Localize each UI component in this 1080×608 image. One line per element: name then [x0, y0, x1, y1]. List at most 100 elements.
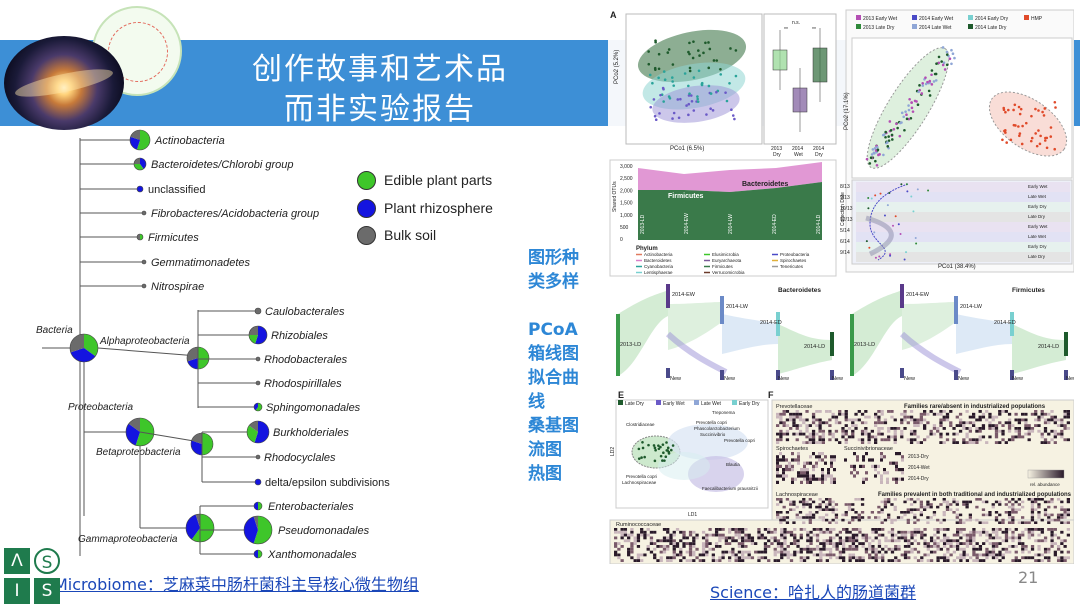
panel-letter: F	[768, 390, 774, 400]
heatmap-cell	[903, 415, 907, 419]
heatmap-cell	[656, 559, 660, 562]
logo-cell: I	[4, 578, 30, 604]
pcoa-ellipse	[988, 91, 1068, 157]
heatmap-cell	[1043, 418, 1048, 422]
heatmap-cell	[841, 513, 845, 517]
heatmap-cell	[636, 533, 641, 537]
heatmap-cell	[1034, 508, 1038, 511]
left-caption-link[interactable]: Microbiome：芝麻菜中肠杆菌科主导核心微生物组	[54, 575, 419, 594]
heatmap-cell	[880, 452, 883, 456]
heatmap-cell	[851, 533, 856, 537]
sankey-node	[1064, 332, 1068, 356]
heatmap-cell	[893, 429, 897, 433]
heatmap-group-label: Lachnospiraceae	[776, 492, 818, 498]
heatmap-cell	[805, 418, 809, 422]
heatmap-cell	[666, 559, 670, 562]
heatmap-cell	[794, 477, 797, 481]
heatmap-cell	[763, 545, 768, 548]
heatmap-cell	[614, 553, 618, 557]
heatmap-cell	[809, 536, 813, 540]
heatmap-cell	[780, 545, 784, 548]
pcoa-point	[868, 162, 872, 165]
slide-title-line1: 创作故事和艺术品	[252, 52, 508, 87]
heatmap-cell	[985, 547, 989, 551]
heatmap-cell	[779, 415, 783, 419]
pie-slice	[191, 514, 214, 542]
heatmap-cell	[1001, 410, 1005, 413]
heatmap-cell	[892, 461, 895, 465]
date-label: 6/14	[840, 239, 850, 245]
heatmap-cell	[1007, 500, 1012, 504]
heatmap-cell	[828, 521, 832, 524]
heatmap-cell	[1053, 429, 1057, 433]
heatmap-cell	[782, 518, 786, 522]
heatmap-cell	[757, 528, 761, 531]
heatmap-cell	[782, 455, 785, 459]
legend-label: 2014 Early Wet	[919, 16, 954, 22]
pcoa-point	[697, 69, 701, 73]
legend-swatch	[732, 400, 737, 405]
heatmap-cell	[892, 477, 895, 481]
heatmap-spirochaetes	[776, 452, 836, 484]
heatmap-cell	[811, 438, 816, 442]
heatmap-cell	[877, 421, 881, 425]
heatmap-cell	[767, 528, 771, 531]
heatmap-cell	[851, 536, 856, 540]
pcoa-point	[672, 111, 676, 115]
heatmap-cell	[913, 516, 917, 519]
tree-taxon-label: unclassified	[148, 184, 205, 196]
heatmap-cell	[819, 547, 823, 551]
lda-point	[666, 449, 669, 452]
heatmap-cell	[1034, 424, 1038, 427]
pie-outline	[255, 356, 261, 362]
heatmap-cell	[779, 498, 783, 501]
heatmap-cell	[978, 547, 983, 551]
heatmap-cell	[880, 421, 884, 425]
heatmap-cell	[724, 536, 728, 540]
heatmap-cell	[643, 530, 647, 534]
right-caption-link[interactable]: Science：哈扎人的肠道菌群	[710, 583, 917, 602]
heatmap-cell	[851, 547, 856, 551]
pcoa-point	[916, 103, 920, 106]
heatmap-cell	[946, 539, 950, 543]
heatmap-cell	[962, 550, 966, 554]
heatmap-cell	[808, 521, 812, 524]
pie-outline	[248, 325, 268, 345]
date-label: 9/13	[840, 195, 850, 201]
heatmap-cell	[679, 539, 683, 543]
heatmap-cell	[831, 518, 835, 522]
heatmap-cell	[785, 432, 790, 436]
heatmap-cell	[893, 498, 897, 501]
heatmap-cell	[791, 477, 794, 481]
heatmap-cell	[1034, 410, 1038, 413]
heatmap-cell	[1004, 533, 1009, 537]
heatmap-cell	[1014, 545, 1018, 548]
heatmap-cell	[985, 410, 989, 413]
timeline-point	[899, 233, 902, 236]
heatmap-cell	[818, 477, 821, 481]
pcoa-point	[921, 81, 924, 85]
heatmap-cell	[890, 547, 895, 551]
heatmap-cell	[864, 421, 868, 425]
heatmap-cell	[630, 550, 634, 554]
axis-label: PCo1 (38.4%)	[938, 264, 976, 270]
heatmap-cell	[1053, 518, 1057, 522]
heatmap-cell	[614, 542, 618, 545]
pcoa-point	[1049, 135, 1053, 138]
heatmap-cell	[1027, 536, 1031, 540]
heatmap-cell	[900, 412, 904, 416]
heatmap-cell	[874, 553, 878, 557]
heatmap-cell	[830, 458, 833, 462]
heatmap-cell	[672, 553, 676, 557]
heatmap-cell	[1017, 429, 1021, 433]
heatmap-cell	[1008, 536, 1012, 540]
pcoa-point	[884, 135, 887, 139]
heatmap-cell	[887, 427, 891, 430]
heatmap-cell	[851, 421, 855, 425]
heatmap-cell	[1021, 542, 1025, 545]
heatmap-cell	[728, 536, 732, 540]
heatmap-cell	[1030, 528, 1035, 531]
heatmap-cell	[895, 477, 898, 481]
pcoa-point	[658, 112, 661, 115]
heatmap-cell	[994, 427, 999, 430]
